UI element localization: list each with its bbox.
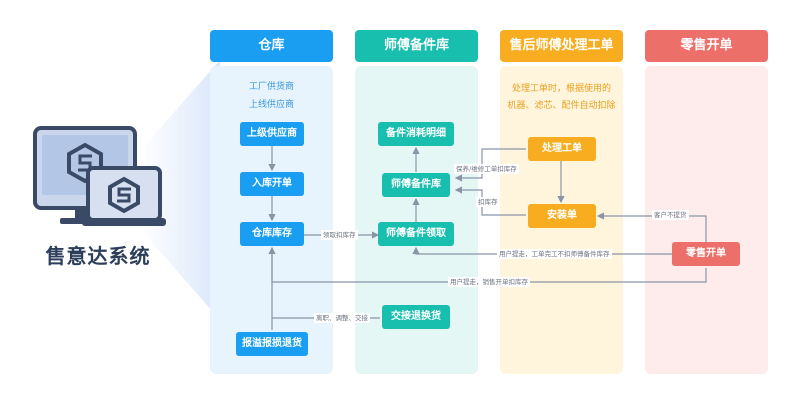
upstream-supplier-box[interactable]: 上级供应商 — [240, 122, 304, 146]
handover-return-box[interactable]: 交接退换货 — [382, 305, 450, 329]
service-note-line1: 处理工单时，根据使用的 — [511, 84, 611, 94]
tech-stock-column-header: 师傅备件库 — [355, 30, 478, 62]
tech-parts-pickup-box[interactable]: 师傅备件领取 — [378, 222, 454, 246]
process-work-order-box[interactable]: 处理工单 — [528, 137, 596, 161]
warehouse-column-header: 仓库 — [210, 30, 333, 62]
brand-name: 售意达系统 — [45, 244, 151, 268]
label-deduct: 扣库存 — [476, 197, 500, 207]
warehouse-note-line1: 工厂供货商 — [248, 82, 294, 92]
label-customer-no-pickup: 客户不提货 — [652, 210, 689, 220]
retail-order-box[interactable]: 零售开单 — [672, 242, 740, 266]
label-user-pickup-sale: 用户提走，销售开单扣库存 — [448, 277, 530, 287]
retail-column-header: 零售开单 — [645, 30, 768, 62]
label-pickup-deduct: 领取扣库存 — [321, 230, 358, 240]
inbound-order-box[interactable]: 入库开单 — [240, 172, 304, 196]
warehouse-note-line2: 上线供应商 — [248, 100, 294, 110]
install-order-box[interactable]: 安装单 — [528, 204, 596, 228]
service-note-line2: 机器、滤芯、配件自动扣除 — [507, 101, 616, 111]
computer-icon — [33, 126, 166, 226]
warehouse-stock-box[interactable]: 仓库库存 — [240, 222, 304, 246]
overflow-loss-return-box[interactable]: 报溢报损退货 — [236, 332, 308, 356]
service-column-header: 售后师傅处理工单 — [500, 30, 623, 62]
label-handover: 离职、调整、交接 — [314, 313, 370, 323]
parts-consumption-box[interactable]: 备件消耗明细 — [378, 122, 454, 146]
label-warranty-deduct: 保养/维修工单扣库存 — [454, 164, 519, 174]
tech-parts-stock-box[interactable]: 师傅备件库 — [382, 173, 450, 197]
brand-logo: 售意达系统 — [0, 0, 220, 403]
label-user-pickup-tech: 用户提走，工单完工不扣师傅备件库存 — [497, 249, 612, 259]
